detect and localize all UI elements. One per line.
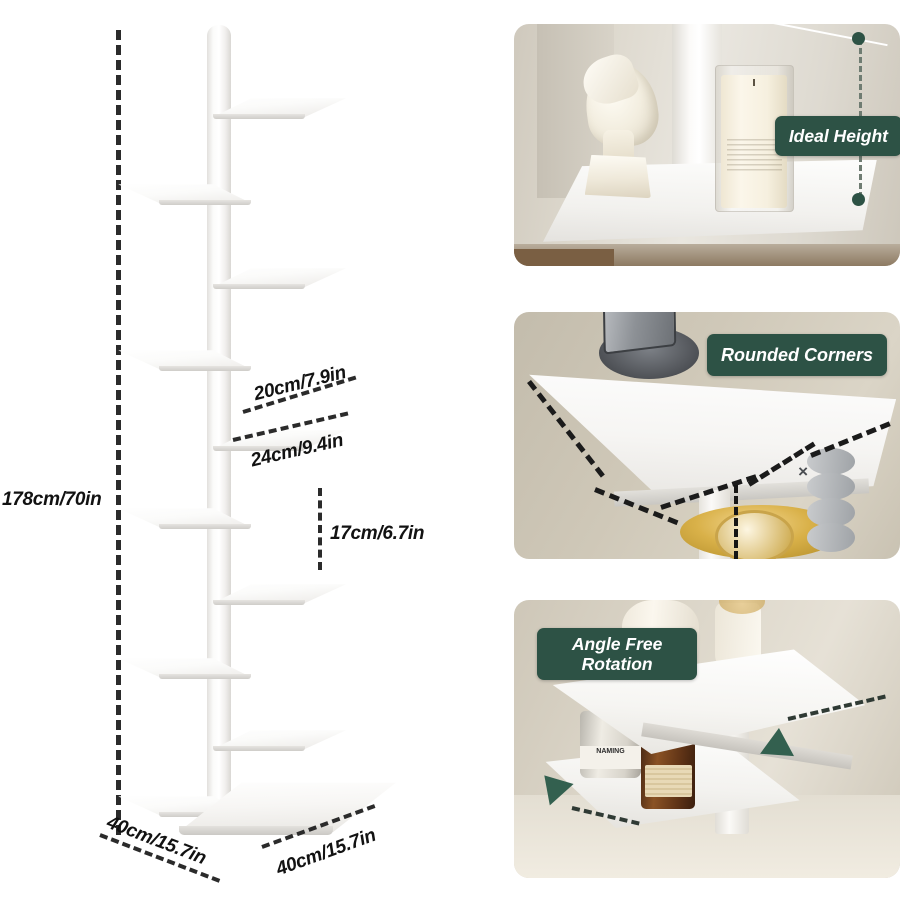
height-marker-dot-bottom	[852, 193, 866, 207]
post-segment	[207, 361, 231, 447]
badge-rounded-corners: Rounded Corners	[707, 334, 888, 377]
dried-flower	[718, 600, 765, 614]
dimension-total-height: 178cm/70in	[2, 489, 102, 510]
feature-card-ideal-height: Ideal Height	[514, 24, 900, 266]
post-segment	[207, 669, 231, 747]
bust-sculpture	[577, 50, 665, 199]
post-segment	[207, 195, 231, 285]
badge-ideal-height: Ideal Height	[774, 115, 900, 156]
shelf	[188, 429, 346, 459]
feature-card-angle-free-rotation: NAMING Angle Free Rotation	[514, 600, 900, 878]
figurine: ×	[792, 447, 869, 552]
shelf	[118, 507, 276, 537]
post-segment	[207, 519, 231, 601]
post-segment	[207, 25, 231, 117]
feature-panels: Ideal Height	[508, 0, 900, 900]
base-plate	[134, 780, 396, 848]
badge-angle-free-rotation: Angle Free Rotation	[537, 627, 698, 680]
shelf	[118, 657, 276, 687]
x-mark-icon: ×	[798, 462, 809, 482]
tin-label: NAMING	[579, 745, 642, 769]
height-marker-dot-top	[852, 31, 866, 45]
badge-line-2: Rotation	[581, 653, 653, 674]
shelf	[118, 183, 276, 213]
shelf-post	[672, 24, 723, 175]
photo-scene-rounded-corners: ×	[514, 312, 900, 559]
photo-scene-angle-free-rotation: NAMING	[514, 600, 900, 878]
shelf	[188, 97, 346, 127]
shelf	[188, 729, 346, 759]
feature-card-rounded-corners: × Rounded Corners	[514, 312, 900, 559]
photo-scene-ideal-height	[514, 24, 900, 266]
shelf	[188, 583, 346, 613]
vertical-dash-line	[734, 484, 739, 559]
leader-line-spacing	[318, 488, 322, 570]
shelf-tower	[118, 25, 396, 840]
post-segment	[207, 741, 231, 803]
gold-watch	[714, 509, 795, 559]
product-diagram-panel: 178cm/70in	[2, 25, 425, 883]
dimension-shelf-spacing: 17cm/6.7in	[330, 523, 425, 544]
total-height-dashed-ruler	[116, 30, 121, 835]
badge-line-1: Angle Free	[571, 633, 663, 654]
shelf	[118, 349, 276, 379]
shelf	[188, 267, 346, 297]
rotation-arrow-right-icon	[760, 726, 796, 757]
